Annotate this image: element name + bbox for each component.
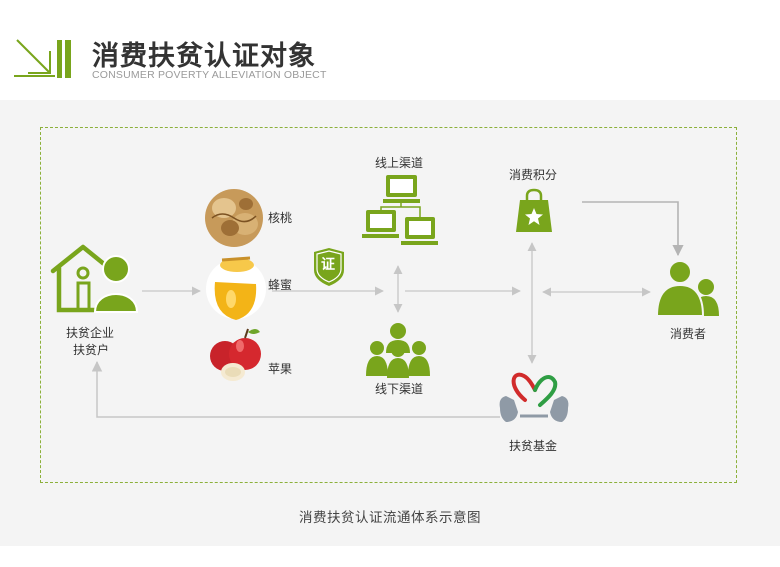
- certification-mark-text: 证: [321, 257, 335, 273]
- enterprise-label: 扶贫企业: [66, 326, 115, 340]
- page-subtitle: CONSUMER POVERTY ALLEVIATION OBJECT: [92, 69, 327, 81]
- arrow-fund-to-enterprise: [91, 360, 500, 418]
- product-label-apple: 苹果: [268, 362, 293, 376]
- page-title: 消费扶贫认证对象: [92, 41, 316, 72]
- diagram-panel: 扶贫企业 扶贫户 核桃 蜂蜜 苹果 证 线上渠道 线下渠道 消费积分 消费者 扶…: [0, 100, 780, 546]
- flow-diagram: [50, 175, 719, 422]
- computers-network-icon: [362, 175, 438, 245]
- honey-icon: [206, 256, 266, 320]
- walnut-icon: [205, 189, 263, 247]
- offline-channel-label: 线下渠道: [375, 382, 424, 396]
- people-group-icon: [366, 323, 430, 378]
- shopping-bag-star-icon: [516, 188, 552, 232]
- consumer-label: 消费者: [670, 327, 707, 341]
- fund-label: 扶贫基金: [509, 439, 558, 453]
- product-label-honey: 蜂蜜: [268, 278, 293, 292]
- arrow-points-to-consumer: [582, 201, 684, 257]
- diagram-frame: [40, 127, 737, 483]
- page-header: 消费扶贫认证对象 CONSUMER POVERTY ALLEVIATION OB…: [0, 0, 780, 100]
- apple-icon: [210, 328, 261, 381]
- points-label: 消费积分: [509, 168, 558, 182]
- consumer-icon: [655, 260, 719, 317]
- fund-hands-heart-icon: [499, 372, 569, 422]
- corner-arrow-logo-icon: [14, 39, 71, 78]
- online-channel-label: 线上渠道: [375, 156, 424, 170]
- product-label-walnut: 核桃: [268, 211, 293, 225]
- certification-shield-icon: [314, 248, 344, 286]
- diagram-caption: 消费扶贫认证流通体系示意图: [299, 510, 481, 526]
- household-label: 扶贫户: [73, 343, 110, 357]
- house-person-icon: [50, 244, 139, 313]
